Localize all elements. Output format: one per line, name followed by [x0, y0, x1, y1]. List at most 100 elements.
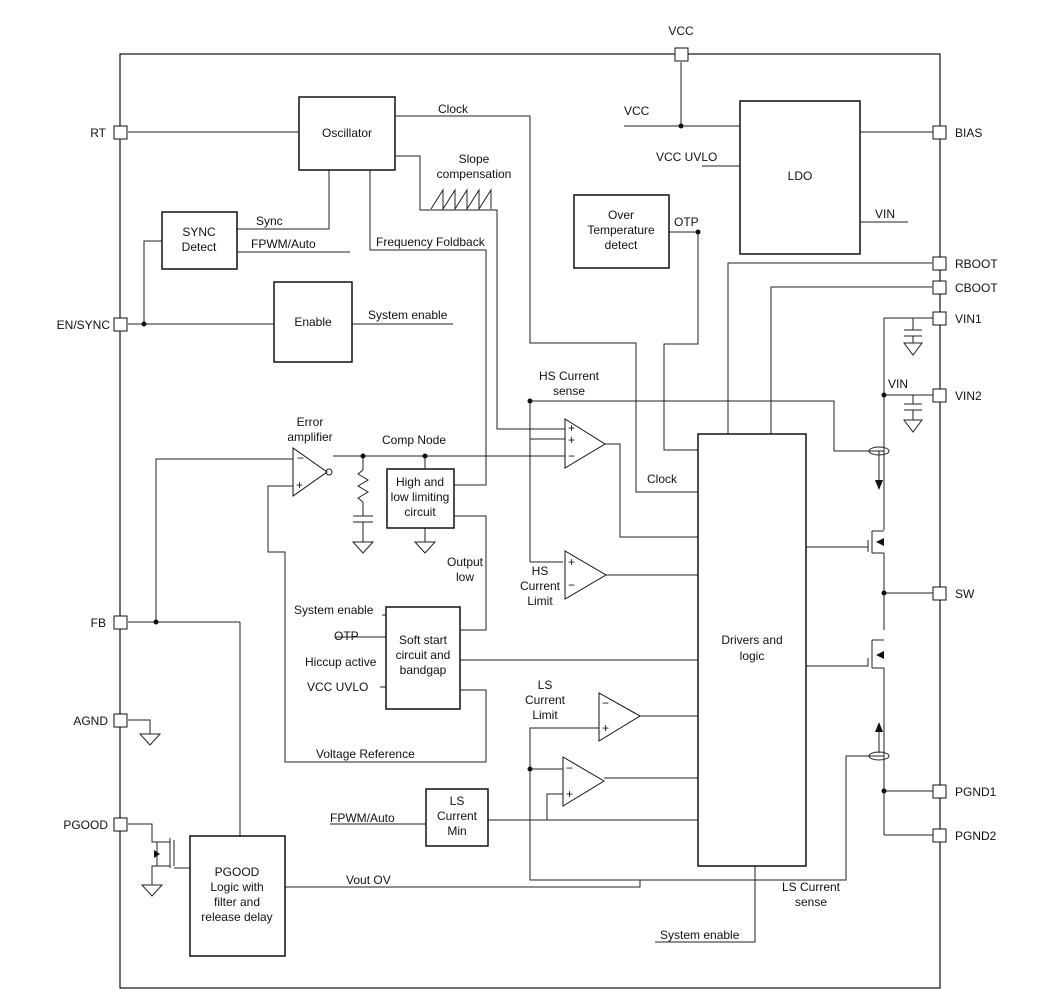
ground-symbols: [138, 342, 923, 897]
ls-current-sense-ring: [868, 751, 890, 761]
svg-text:−: −: [568, 578, 575, 592]
pgood-logic-label-2: Logic with: [210, 880, 263, 894]
pgood-logic-label-4: release delay: [201, 910, 272, 924]
svg-text:+: +: [568, 555, 575, 569]
svg-text:−: −: [297, 451, 304, 465]
sync-label: Sync: [256, 214, 283, 228]
pin-bias: [932, 125, 947, 140]
pgood-logic-label-3: filter and: [214, 895, 260, 909]
pin-en-sync-label: EN/SYNC: [57, 318, 111, 332]
hs-current-limit-comparator: + −: [564, 550, 607, 600]
pin-rt: [113, 125, 128, 140]
signal-labels: Clock VCC VCC UVLO VIN Slope compensatio…: [251, 102, 908, 942]
limiting-label-2: low limiting: [391, 490, 450, 504]
system-enable-top-label: System enable: [368, 308, 448, 322]
pin-rboot-label: RBOOT: [955, 257, 998, 271]
pin-pgnd1-label: PGND1: [955, 785, 997, 799]
pin-fb: [113, 615, 128, 630]
svg-text:−: −: [602, 696, 609, 710]
drivers-label-2: logic: [740, 649, 765, 663]
limiting-label-3: circuit: [404, 505, 436, 519]
ldo-label: LDO: [788, 169, 813, 183]
ss-hiccup-label: Hiccup active: [305, 655, 377, 669]
wires: [128, 62, 933, 943]
pin-sw-label: SW: [955, 587, 975, 601]
pin-pgnd1: [932, 784, 947, 799]
pgood-logic-block: PGOOD Logic with filter and release dela…: [189, 835, 286, 957]
pin-rboot: [932, 256, 947, 271]
hs-current-sense-comparator: + + −: [564, 418, 606, 469]
sync-detect-label-1: SYNC: [182, 225, 216, 239]
limiting-circuit-block: High and low limiting circuit: [386, 468, 455, 529]
pin-vin1-label: VIN1: [955, 312, 982, 326]
vcc-ldo-label: VCC: [624, 104, 650, 118]
pin-vcc-label: VCC: [668, 24, 694, 38]
clock-top-label: Clock: [438, 102, 469, 116]
pin-pgood: [113, 817, 128, 832]
pin-vcc: [674, 47, 689, 62]
hs-limit-label-3: Limit: [527, 594, 553, 608]
ls-min-label-2: Current: [437, 809, 478, 823]
ls-current-limit-comparator: − +: [598, 692, 641, 742]
limiting-label-1: High and: [396, 475, 444, 489]
sync-detect-block: SYNC Detect: [161, 211, 238, 270]
ls-limit-label-1: LS: [538, 678, 553, 692]
vin-sense-label: VIN: [888, 377, 908, 391]
soft-start-block: Soft start circuit and bandgap: [385, 606, 461, 710]
output-low-label-2: low: [456, 570, 474, 584]
svg-text:+: +: [602, 721, 609, 735]
pin-fb-label: FB: [91, 616, 106, 630]
system-enable-bottom-label: System enable: [660, 928, 740, 942]
pin-pgnd2: [932, 828, 947, 843]
ls-min-label-3: Min: [447, 824, 466, 838]
pin-agnd-label: AGND: [73, 714, 108, 728]
fpwm-auto-bottom-label: FPWM/Auto: [330, 811, 395, 825]
svg-text:+: +: [566, 787, 573, 801]
ss-system-enable-label: System enable: [294, 603, 374, 617]
hs-current-sense-ring: [868, 446, 890, 456]
vcc-uvlo-ldo-label: VCC UVLO: [656, 150, 717, 164]
pgood-fet-arrow: [154, 850, 160, 858]
pin-rt-label: RT: [90, 126, 106, 140]
vout-ov-label: Vout OV: [346, 873, 391, 887]
clock-drv-label: Clock: [647, 472, 678, 486]
hs-limit-label-1: HS: [532, 564, 549, 578]
enable-block: Enable: [273, 281, 353, 363]
pgood-logic-label-1: PGOOD: [215, 865, 260, 879]
ss-otp-label: OTP: [334, 629, 359, 643]
over-temp-label-3: detect: [605, 238, 638, 252]
pin-cboot: [932, 280, 947, 295]
freq-foldback-label: Frequency Foldback: [376, 235, 486, 249]
ls-current-min-block: LS Current Min: [425, 788, 489, 847]
pin-vin1: [932, 311, 947, 326]
junction-dots: [141, 123, 887, 794]
enable-label: Enable: [294, 315, 332, 329]
over-temperature-block: Over Temperature detect: [573, 194, 670, 269]
soft-start-label-1: Soft start: [399, 633, 448, 647]
output-low-label-1: Output: [447, 555, 484, 569]
fpwm-auto-top-label: FPWM/Auto: [251, 237, 316, 251]
slope-comp-label-2: compensation: [437, 167, 512, 181]
sync-detect-label-2: Detect: [182, 240, 217, 254]
pins: VCC RT EN/SYNC FB AGND PGOOD BIAS RBOOT …: [57, 24, 999, 843]
svg-text:+: +: [296, 478, 303, 492]
error-amp-label-2: amplifier: [287, 430, 332, 444]
pin-sw: [932, 586, 947, 601]
ls-current-sense-label-2: sense: [795, 895, 827, 909]
otp-label: OTP: [674, 215, 699, 229]
ss-vcc-uvlo-label: VCC UVLO: [307, 680, 368, 694]
pin-pgnd2-label: PGND2: [955, 829, 997, 843]
slope-compensation-waveform: [430, 188, 492, 211]
oscillator-block: Oscillator: [298, 96, 396, 171]
over-temp-label-2: Temperature: [587, 223, 655, 237]
error-amp-label-1: Error: [297, 415, 324, 429]
ls-limit-label-2: Current: [525, 693, 566, 707]
comp-node-label: Comp Node: [382, 433, 446, 447]
pin-cboot-label: CBOOT: [955, 281, 998, 295]
ls-min-label-1: LS: [450, 794, 465, 808]
ls-limit-label-3: Limit: [532, 708, 558, 722]
voltage-reference-label: Voltage Reference: [316, 747, 415, 761]
ls-current-min-comparator: − +: [562, 756, 605, 807]
vin-ldo-label: VIN: [875, 207, 895, 221]
